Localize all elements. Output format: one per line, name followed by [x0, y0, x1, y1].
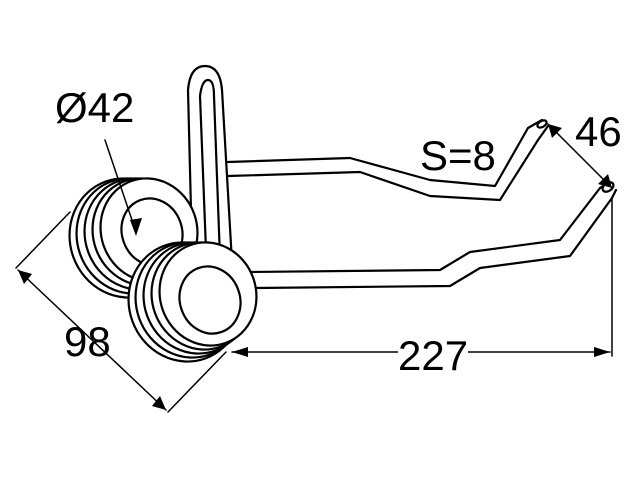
width-dimension — [547, 123, 613, 189]
height-dimension — [15, 211, 227, 413]
height-label: 98 — [64, 318, 111, 365]
thickness-label: S=8 — [420, 132, 496, 179]
front-coil — [127, 241, 258, 363]
upper-tine-arm — [226, 118, 550, 202]
width-label: 46 — [575, 108, 622, 155]
length-label: 227 — [398, 332, 468, 379]
length-label-bg — [398, 330, 468, 374]
mounting-loop — [186, 64, 234, 264]
diameter-label: Ø42 — [55, 84, 134, 131]
diameter-leader — [104, 139, 142, 236]
